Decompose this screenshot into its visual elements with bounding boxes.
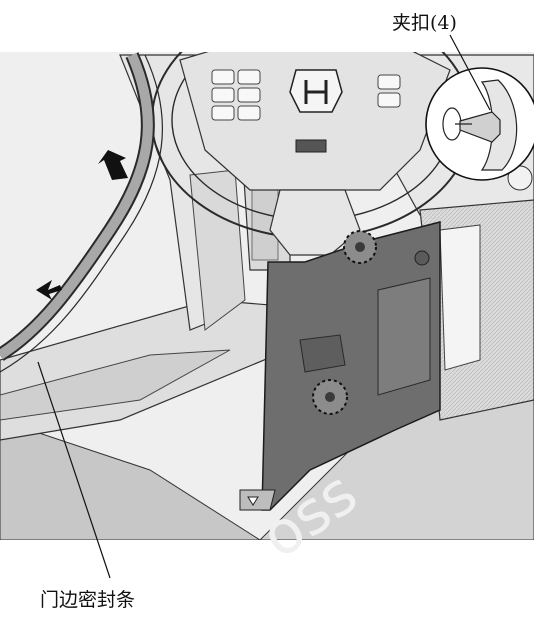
floor-carpet	[0, 419, 262, 540]
door-seal-label: 门边密封条	[40, 589, 136, 611]
sill-step	[0, 349, 231, 421]
clip-upper-dot	[355, 242, 365, 252]
seal-leader-line	[37, 361, 111, 579]
panel-recess	[377, 277, 431, 396]
clip-leader-line	[449, 34, 491, 111]
clip-lower-dot	[325, 392, 335, 402]
clip-icon	[459, 111, 501, 143]
arrow-left-icon	[36, 280, 62, 300]
panel-opening	[299, 334, 346, 373]
brand-emblem-icon	[289, 69, 343, 113]
door-seal-strip	[0, 53, 153, 360]
clip-label: 夹扣(4)	[392, 12, 457, 34]
pedal-bracket	[239, 489, 276, 511]
panel-hole	[414, 250, 430, 266]
door-seal-edge	[0, 54, 164, 373]
console-side-panel	[439, 224, 481, 371]
kick-panel	[189, 169, 246, 331]
airbag-badge	[295, 139, 327, 153]
bracket-arrow-icon	[247, 496, 259, 506]
arrow-up-icon	[98, 150, 128, 180]
clip-detail-callout	[425, 67, 534, 181]
steering-wheel-buttons	[211, 69, 401, 121]
